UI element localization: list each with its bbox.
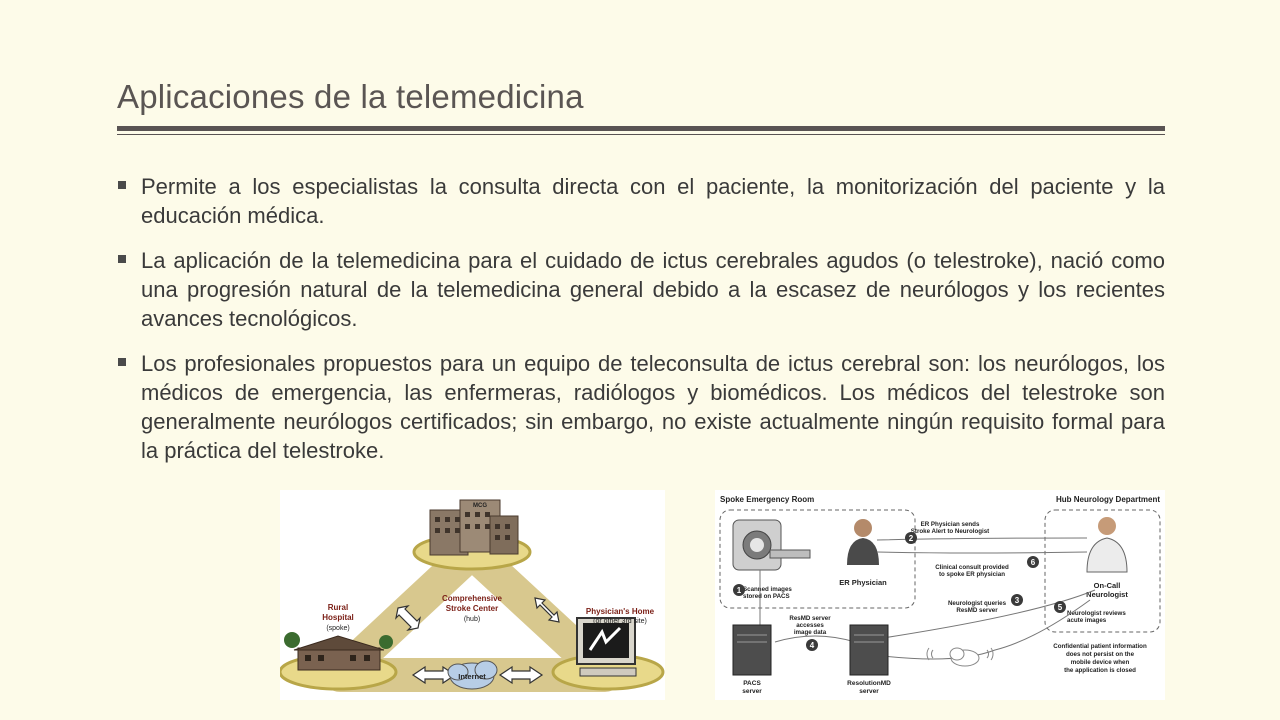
hospital-building-icon: MCG [429, 499, 519, 556]
step2-text-b: Stroke Alert to Neurologist [911, 528, 990, 535]
resmd-label-b: server [859, 688, 879, 695]
step4-badge: 4 [810, 641, 815, 650]
bidirectional-arrow-icon [395, 605, 421, 631]
confidential-text-c: mobile device when [1071, 659, 1130, 666]
bullet-text: Los profesionales propuestos para un equ… [141, 351, 1165, 463]
connector-line [869, 589, 1096, 641]
neurologist-icon [1086, 517, 1128, 573]
resolutionmd-server-icon [849, 624, 889, 676]
step1-text-b: stored on PACS [743, 593, 790, 600]
bullet-item: Permite a los especialistas la consulta … [117, 172, 1165, 230]
step2-text-a: ER Physician sends [921, 521, 980, 528]
home-label: Physician's Home [586, 607, 655, 616]
internet-cloud-icon: Internet [447, 660, 498, 690]
internet-label: Internet [458, 672, 486, 681]
confidential-text-a: Confidential patient information [1053, 643, 1147, 650]
step6-text-a: Clinical consult provided [935, 564, 1009, 571]
bullet-text: Permite a los especialistas la consulta … [141, 174, 1165, 228]
title-rule-thin [117, 134, 1165, 135]
step4-text-a: ResMD server [789, 615, 831, 622]
step3-text-a: Neurologist queries [948, 600, 1007, 607]
er-physician-icon [847, 519, 879, 565]
bidirectional-arrow-icon [534, 597, 560, 623]
connector-line [876, 537, 1088, 541]
spoke-label-line1: Rural [328, 603, 348, 612]
bullet-text: La aplicación de la telemedicina para el… [141, 248, 1165, 331]
step4-text-b: accesses [796, 622, 824, 629]
ct-scanner-icon [732, 519, 811, 571]
confidential-text-d: the application is closed [1064, 667, 1136, 674]
spoke-room-title: Spoke Emergency Room [720, 495, 814, 504]
step6-badge: 6 [1031, 558, 1036, 567]
step1-badge: 1 [737, 586, 742, 595]
spoke-sub: (spoke) [326, 625, 349, 632]
pacs-label-b: server [742, 688, 762, 695]
hub-label-line2: Stroke Center [446, 604, 498, 613]
connector-line [876, 551, 1088, 554]
oncall-label-b: Neurologist [1086, 590, 1128, 599]
step1-text-a: Scanned images [743, 586, 792, 593]
resmd-label-a: ResolutionMD [847, 680, 891, 687]
step6-text-b: to spoke ER physician [939, 571, 1005, 578]
pacs-label-a: PACS [743, 680, 761, 687]
bullet-item: Los profesionales propuestos para un equ… [117, 349, 1165, 465]
wireless-signal-icon [926, 647, 994, 661]
square-bullet-icon [118, 181, 126, 189]
connector-line [774, 635, 856, 643]
telestroke-network-diagram: MCG [278, 490, 665, 700]
bidirectional-arrow-icon [498, 665, 544, 685]
rural-hospital-icon [284, 632, 393, 671]
step2-badge: 2 [909, 534, 914, 543]
hub-dept-box [1044, 509, 1161, 633]
spoke-label-line2: Hospital [322, 613, 354, 622]
step3-text-b: ResMD server [956, 607, 998, 614]
hub-label-line1: Comprehensive [442, 594, 503, 603]
home-sub: (or other 3rd site) [593, 618, 647, 625]
step3-badge: 3 [1015, 596, 1020, 605]
er-physician-label: ER Physician [839, 578, 887, 587]
step4-text-c: image data [794, 629, 827, 636]
square-bullet-icon [118, 358, 126, 366]
connector-line [874, 599, 1091, 660]
step5-text-b: acute images [1067, 617, 1107, 624]
hub-sub: (hub) [464, 616, 480, 623]
confidential-text-b: does not persist on the [1066, 651, 1135, 658]
cloud-icon [949, 647, 980, 667]
oncall-label-a: On-Call [1094, 581, 1121, 590]
title-rule-thick [117, 126, 1165, 131]
telestroke-workflow-diagram: Spoke Emergency Room Hub Neurology Depar… [715, 490, 1165, 700]
bullet-item: La aplicación de la telemedicina para el… [117, 246, 1165, 333]
step5-badge: 5 [1058, 603, 1063, 612]
pacs-server-icon [732, 624, 772, 676]
slide-title: Aplicaciones de la telemedicina [117, 78, 584, 115]
computer-icon [576, 617, 637, 677]
spoke-room-box [719, 509, 916, 609]
building-sign: MCG [473, 503, 487, 509]
hub-dept-title: Hub Neurology Department [1056, 495, 1160, 504]
step5-text-a: Neurologist reviews [1067, 610, 1126, 617]
bullet-list: Permite a los especialistas la consulta … [117, 172, 1165, 481]
square-bullet-icon [118, 255, 126, 263]
